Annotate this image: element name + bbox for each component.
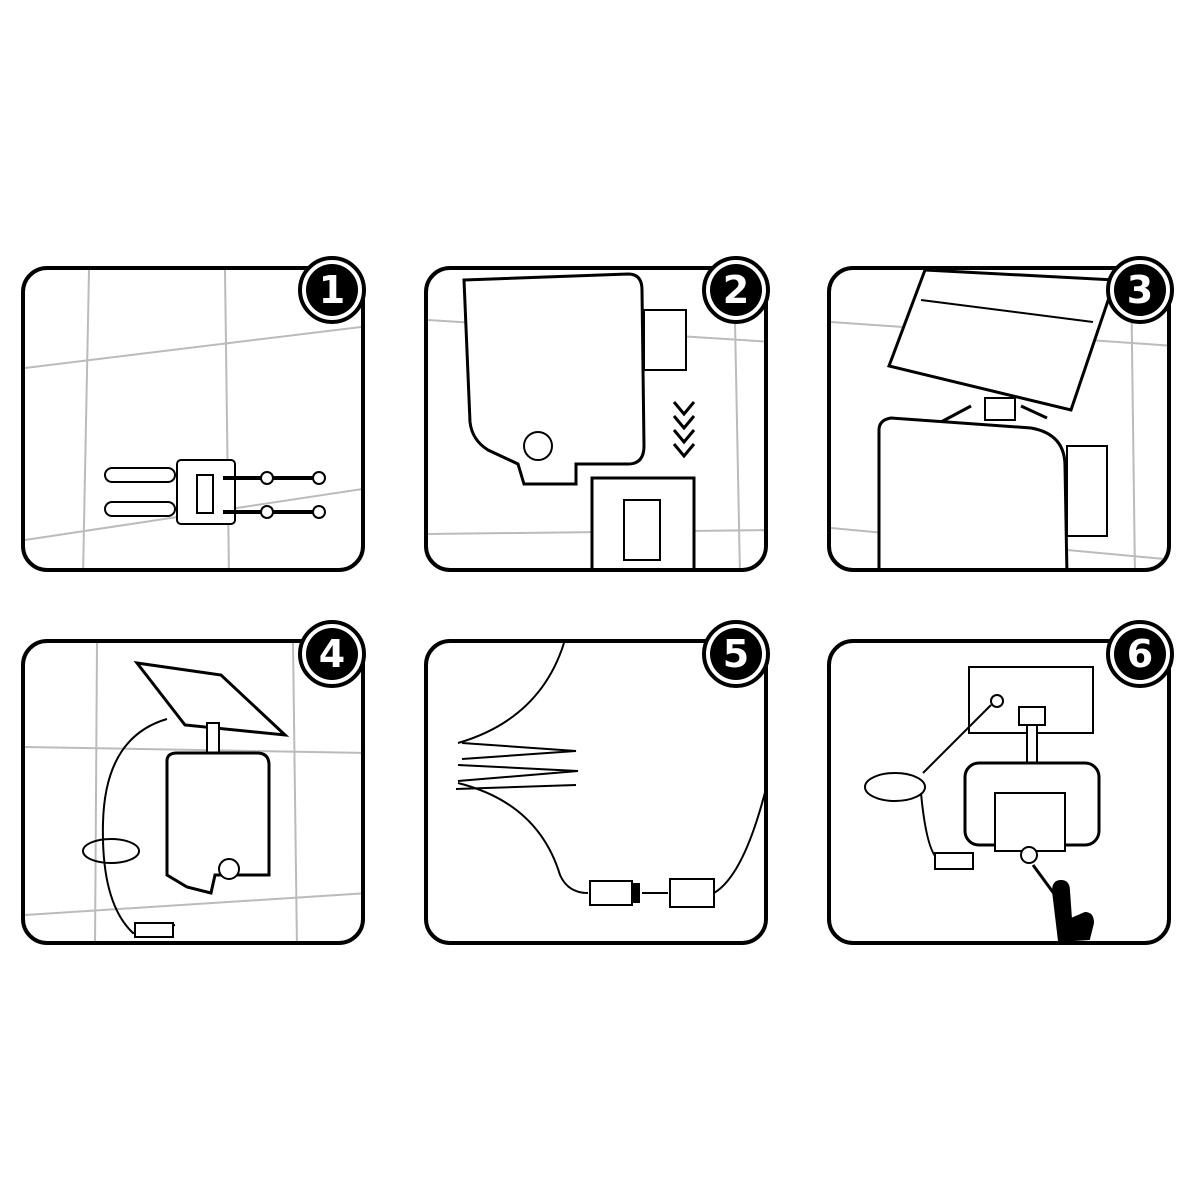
step-1-illustration <box>25 270 361 568</box>
mount-plate <box>1066 445 1108 537</box>
cable <box>101 718 176 935</box>
step-4-badge: 4 <box>298 620 366 688</box>
coiled-cable <box>82 838 140 864</box>
step-6-panel <box>827 639 1171 945</box>
cable-connector <box>134 922 174 938</box>
motion-sensor <box>523 431 553 461</box>
mounting-bracket <box>590 476 696 568</box>
wall-anchor-bottom <box>104 501 176 517</box>
female-plug <box>589 880 633 906</box>
mount-plate <box>994 792 1066 852</box>
female-plug-tip <box>632 883 640 903</box>
screw-head-right-top <box>312 471 326 485</box>
cable-upper <box>457 643 565 744</box>
male-plug <box>669 878 715 908</box>
step-4-panel <box>21 639 365 945</box>
step-3-illustration <box>831 270 1167 568</box>
step-1-badge: 1 <box>298 256 366 324</box>
step-6-illustration <box>864 666 1101 941</box>
step-6-number: 6 <box>1114 628 1166 680</box>
mounting-bracket <box>176 459 236 525</box>
solar-panel <box>887 270 1118 412</box>
step-2-panel <box>424 266 768 572</box>
step-2-badge: 2 <box>702 256 770 324</box>
step-3-number: 3 <box>1114 264 1166 316</box>
step-3-panel <box>827 266 1171 572</box>
step-5-badge: 5 <box>702 620 770 688</box>
step-5-panel <box>424 639 768 945</box>
step-1-panel <box>21 266 365 572</box>
screw-head-top <box>260 471 274 485</box>
step-6-badge: 6 <box>1106 620 1174 688</box>
step-2-number: 2 <box>710 264 762 316</box>
screw-head-bottom <box>260 505 274 519</box>
solar-panel <box>133 660 290 737</box>
step-4-number: 4 <box>306 628 358 680</box>
down-arrow <box>672 401 696 459</box>
panel-connector <box>984 397 1016 421</box>
step-1-number: 1 <box>306 264 358 316</box>
step-5-illustration <box>455 643 764 908</box>
screw-head-right-bottom <box>312 505 326 519</box>
step-5-number: 5 <box>710 628 762 680</box>
cable-right <box>713 792 764 894</box>
cable <box>922 704 992 774</box>
light-unit <box>877 416 1069 568</box>
step-3-badge: 3 <box>1106 256 1174 324</box>
attach-arrows <box>940 404 1048 424</box>
light-unit <box>462 272 646 486</box>
coiled-cable <box>864 772 926 802</box>
coiled-cable <box>455 742 579 790</box>
step-2-illustration <box>428 270 764 568</box>
wall-anchor-top <box>104 467 176 483</box>
step-4-illustration <box>25 643 361 941</box>
mount-plate <box>643 309 687 371</box>
motion-sensor <box>218 858 240 880</box>
power-button <box>1020 846 1038 864</box>
hand-press-icon <box>1051 879 1095 941</box>
cable-lower <box>457 782 589 894</box>
pointer-arrow <box>1031 864 1057 896</box>
light-unit <box>165 751 271 895</box>
cable-connector <box>934 852 974 870</box>
